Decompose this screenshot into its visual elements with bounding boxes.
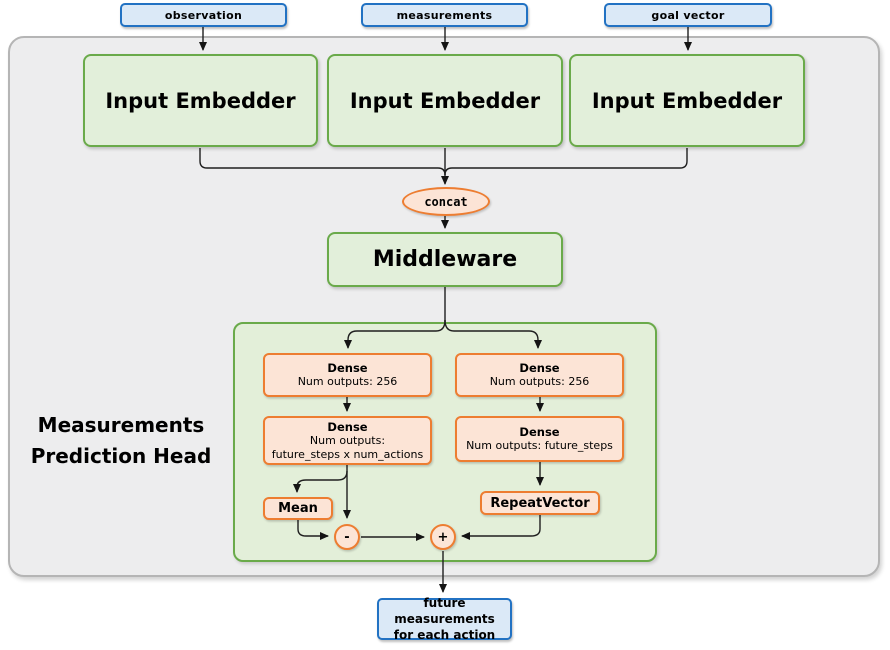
head-title-line1: Measurements [37,413,205,437]
repeat-vector-label: RepeatVector [490,495,590,511]
goal-vector-label: goal vector [651,8,725,22]
dense-title: Dense [327,419,368,434]
dense-num-outputs: Num outputs: 256 [297,375,398,388]
concat-node: concat [402,187,490,216]
dense-num-outputs: Num outputs: 256 [489,375,590,388]
output-line2: for each action [393,628,496,642]
middleware-label: Middleware [372,247,518,272]
plus-symbol: + [437,529,449,545]
input-label-measurements: measurements [361,3,528,27]
add-op-node: + [430,524,456,550]
input-label-goal-vector: goal vector [604,3,772,27]
dense-title: Dense [519,425,560,439]
head-title-line2: Prediction Head [30,444,212,468]
observation-label: observation [164,8,243,22]
dense-left-top: Dense Num outputs: 256 [263,353,432,397]
head-title: Measurements Prediction Head [19,410,223,472]
input-embedder-label: Input Embedder [591,88,783,113]
mean-label: Mean [278,501,318,516]
input-embedder-label: Input Embedder [349,88,541,113]
dense-num-outputs: Num outputs: [309,433,386,447]
input-embedder-goal-vector: Input Embedder [569,54,805,147]
dense-num-outputs: Num outputs: future_steps [466,439,613,452]
input-label-observation: observation [120,3,287,27]
concat-label: concat [424,194,468,209]
input-embedder-label: Input Embedder [105,88,296,113]
input-embedder-measurements: Input Embedder [327,54,563,147]
middleware-node: Middleware [327,232,563,287]
measurements-label: measurements [396,8,493,22]
output-label-future-measurements: future measurements for each action [377,596,512,642]
dense-right-top: Dense Num outputs: 256 [455,353,624,397]
dense-title: Dense [519,361,560,375]
dense-right-bottom: Dense Num outputs: future_steps [455,416,624,462]
dense-left-bottom: Dense Num outputs: future_steps x num_ac… [263,416,432,465]
mean-node: Mean [263,497,333,520]
output-line1: future measurements [394,596,495,626]
dense-num-outputs-detail: future_steps x num_actions [271,447,424,461]
input-embedder-observation: Input Embedder [83,54,318,147]
repeat-vector-node: RepeatVector [480,491,600,515]
subtract-op-node: - [334,524,360,550]
dense-title: Dense [327,361,368,375]
minus-symbol: - [344,529,350,545]
